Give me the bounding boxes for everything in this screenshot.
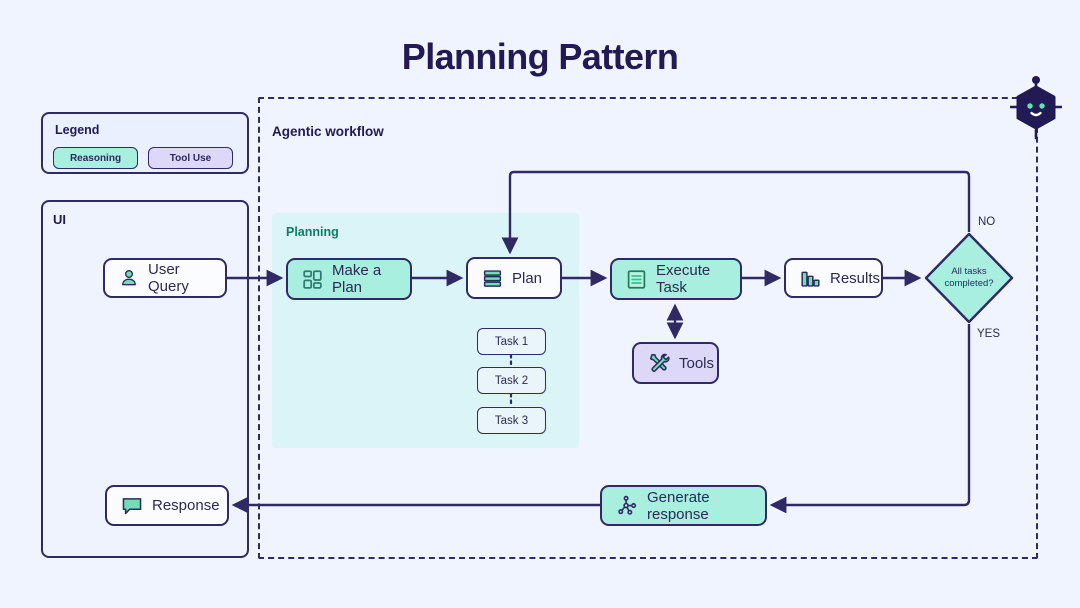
edge-label-yes: YES (977, 328, 1001, 340)
node-make-a-plan-label: Make a Plan (332, 262, 382, 296)
page-title: Planning Pattern (401, 36, 679, 77)
node-plan-label: Plan (512, 269, 543, 287)
node-user-query[interactable]: User Query (103, 258, 227, 298)
ui-panel-title: UI (53, 212, 66, 227)
document-lines-icon (626, 269, 647, 290)
task-item[interactable]: Task 3 (477, 407, 546, 434)
decision-all-tasks-completed[interactable]: All tasks completed? (924, 232, 1014, 324)
node-graph-icon (616, 495, 638, 517)
grid-squares-icon (302, 269, 323, 290)
task-item-label: Task 3 (494, 414, 529, 427)
legend-chip-reasoning-label: Reasoning (69, 152, 122, 164)
agentic-workflow-label: Agentic workflow (272, 124, 384, 139)
robot-head-icon (1008, 74, 1064, 140)
node-make-a-plan[interactable]: Make a Plan (286, 258, 412, 300)
task-item[interactable]: Task 2 (477, 367, 546, 394)
node-execute-task-label: Execute Task (656, 262, 711, 296)
node-tools-label: Tools (679, 354, 715, 372)
speech-bubble-icon (121, 496, 143, 516)
task-item-label: Task 1 (494, 335, 529, 348)
node-plan[interactable]: Plan (466, 257, 562, 299)
wrench-screwdriver-icon (648, 352, 670, 374)
node-user-query-label: User Query (148, 261, 189, 295)
node-response-label: Response (152, 497, 220, 514)
task-item[interactable]: Task 1 (477, 328, 546, 355)
user-icon (119, 268, 139, 288)
legend-chip-tool-use: Tool Use (148, 147, 233, 169)
node-response[interactable]: Response (105, 485, 229, 526)
node-execute-task[interactable]: Execute Task (610, 258, 742, 300)
node-generate-response-label: Generate response (647, 488, 710, 523)
legend-title: Legend (55, 123, 100, 137)
task-item-label: Task 2 (494, 374, 529, 387)
planning-label: Planning (286, 225, 339, 239)
bar-chart-icon (800, 268, 821, 289)
agentic-workflow-boundary (258, 97, 1038, 559)
node-results[interactable]: Results (784, 258, 883, 298)
legend-chip-tool-use-label: Tool Use (169, 152, 212, 164)
edge-label-no: NO (978, 216, 996, 228)
legend-chip-reasoning: Reasoning (53, 147, 138, 169)
node-tools[interactable]: Tools (632, 342, 719, 384)
stacked-bars-icon (482, 268, 503, 289)
node-generate-response[interactable]: Generate response (600, 485, 767, 526)
node-results-label: Results (830, 269, 881, 287)
